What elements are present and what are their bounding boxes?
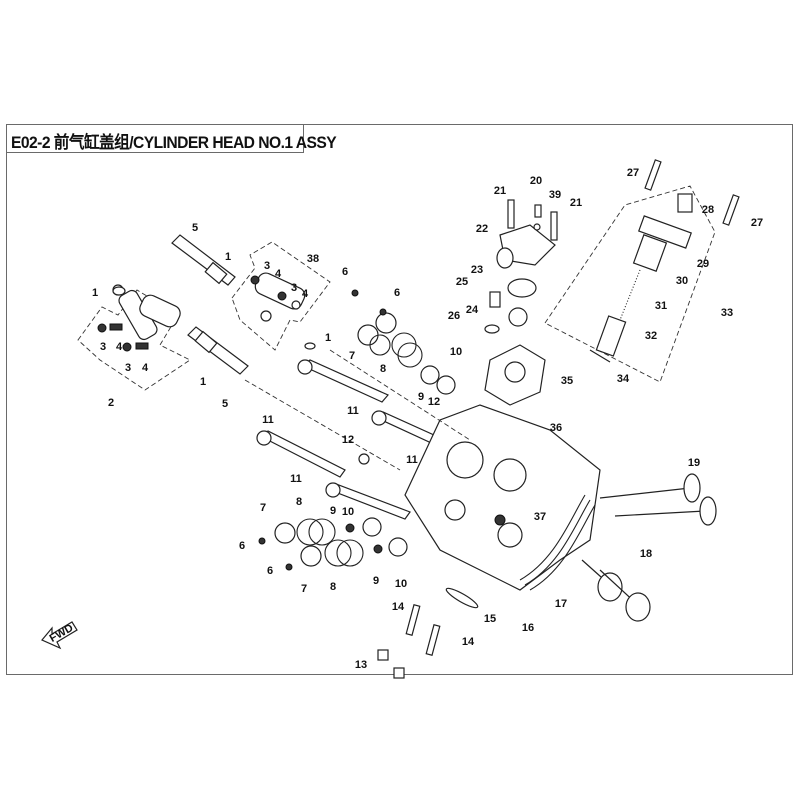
callout[interactable]: 6 <box>239 540 245 552</box>
svg-text:FWD: FWD <box>48 622 76 645</box>
callout[interactable]: 31 <box>655 300 667 312</box>
rocker-arm-group-38-outline <box>231 241 331 351</box>
rocker-arm-left <box>97 284 181 352</box>
callout[interactable]: 12 <box>342 434 354 446</box>
callout[interactable]: 8 <box>330 581 336 593</box>
callout[interactable]: 6 <box>342 266 348 278</box>
valve-springs-lower <box>258 517 408 571</box>
callout[interactable]: 1 <box>200 376 206 388</box>
callout[interactable]: 3 <box>264 260 270 272</box>
callout[interactable]: 5 <box>192 222 198 234</box>
part-callouts: 1 1 1 1 2 3 3 3 3 4 4 4 4 5 5 6 6 6 6 7 … <box>92 167 763 671</box>
callout[interactable]: 7 <box>260 502 266 514</box>
diagram-title: E02-2 前气缸盖组/CYLINDER HEAD NO.1 ASSY <box>11 133 337 152</box>
callout[interactable]: 1 <box>225 251 231 263</box>
forward-direction-arrow: FWD <box>41 621 78 650</box>
callout[interactable]: 10 <box>450 346 462 358</box>
callout[interactable]: 12 <box>428 396 440 408</box>
callout[interactable]: 38 <box>307 253 319 265</box>
callout[interactable]: 25 <box>456 276 468 288</box>
title-box: E02-2 前气缸盖组/CYLINDER HEAD NO.1 ASSY <box>6 124 337 153</box>
callout[interactable]: 37 <box>534 511 546 523</box>
callout[interactable]: 6 <box>267 565 273 577</box>
callout[interactable]: 20 <box>530 175 542 187</box>
callout[interactable]: 9 <box>418 391 424 403</box>
callout[interactable]: 36 <box>550 422 562 434</box>
callout[interactable]: 33 <box>721 307 733 319</box>
callout[interactable]: 11 <box>262 414 274 426</box>
rocker-arm-group-2-outline <box>77 289 191 391</box>
thermostat-housing <box>484 199 558 406</box>
callout[interactable]: 7 <box>301 583 307 595</box>
rocker-shaft-upper <box>171 234 236 286</box>
rocker-arm-right <box>250 272 316 350</box>
valves <box>581 473 717 622</box>
callout[interactable]: 8 <box>296 496 302 508</box>
callout[interactable]: 8 <box>380 363 386 375</box>
callout[interactable]: 14 <box>462 636 475 648</box>
valve-springs-upper <box>351 289 456 395</box>
callout[interactable]: 15 <box>484 613 496 625</box>
alignment-line <box>329 349 471 441</box>
callout[interactable]: 22 <box>476 223 488 235</box>
callout[interactable]: 34 <box>617 373 630 385</box>
chain-tensioner <box>589 159 740 363</box>
callout[interactable]: 9 <box>373 575 379 587</box>
callout[interactable]: 32 <box>645 330 657 342</box>
callout[interactable]: 5 <box>222 398 228 410</box>
callout[interactable]: 4 <box>116 341 123 353</box>
callout[interactable]: 16 <box>522 622 534 634</box>
callout[interactable]: 24 <box>466 304 479 316</box>
callout[interactable]: 17 <box>555 598 567 610</box>
callout[interactable]: 3 <box>125 362 131 374</box>
callout[interactable]: 29 <box>697 258 709 270</box>
callout[interactable]: 21 <box>494 185 506 197</box>
alignment-line <box>244 379 401 471</box>
callout[interactable]: 27 <box>751 217 763 229</box>
callout[interactable]: 28 <box>702 204 714 216</box>
callout[interactable]: 13 <box>355 659 367 671</box>
callout[interactable]: 19 <box>688 457 700 469</box>
callout[interactable]: 4 <box>275 268 282 280</box>
callout[interactable]: 2 <box>108 397 114 409</box>
rocker-shaft-lower <box>187 326 249 375</box>
callout[interactable]: 21 <box>570 197 582 209</box>
callout[interactable]: 11 <box>290 473 302 485</box>
callout[interactable]: 4 <box>142 362 149 374</box>
callout[interactable]: 1 <box>92 287 98 299</box>
callout[interactable]: 26 <box>448 310 460 322</box>
callout[interactable]: 1 <box>325 332 331 344</box>
callout[interactable]: 10 <box>395 578 407 590</box>
head-bolts <box>256 359 446 520</box>
callout[interactable]: 10 <box>342 506 354 518</box>
callout[interactable]: 23 <box>471 264 483 276</box>
callout[interactable]: 14 <box>392 601 405 613</box>
tensioner-group-outline <box>544 185 716 383</box>
studs-and-nuts <box>377 587 479 679</box>
callout[interactable]: 35 <box>561 375 573 387</box>
callout[interactable]: 18 <box>640 548 652 560</box>
callout[interactable]: 3 <box>291 282 297 294</box>
callout[interactable]: 27 <box>627 167 639 179</box>
callout[interactable]: 7 <box>349 350 355 362</box>
callout[interactable]: 11 <box>406 454 418 466</box>
callout[interactable]: 11 <box>347 405 359 417</box>
callout[interactable]: 4 <box>302 288 309 300</box>
callout[interactable]: 30 <box>676 275 688 287</box>
callout[interactable]: 9 <box>330 505 336 517</box>
washer-1 <box>112 286 126 296</box>
callout[interactable]: 39 <box>549 189 561 201</box>
cylinder-head <box>404 404 601 591</box>
callout[interactable]: 3 <box>100 341 106 353</box>
callout[interactable]: 6 <box>394 287 400 299</box>
